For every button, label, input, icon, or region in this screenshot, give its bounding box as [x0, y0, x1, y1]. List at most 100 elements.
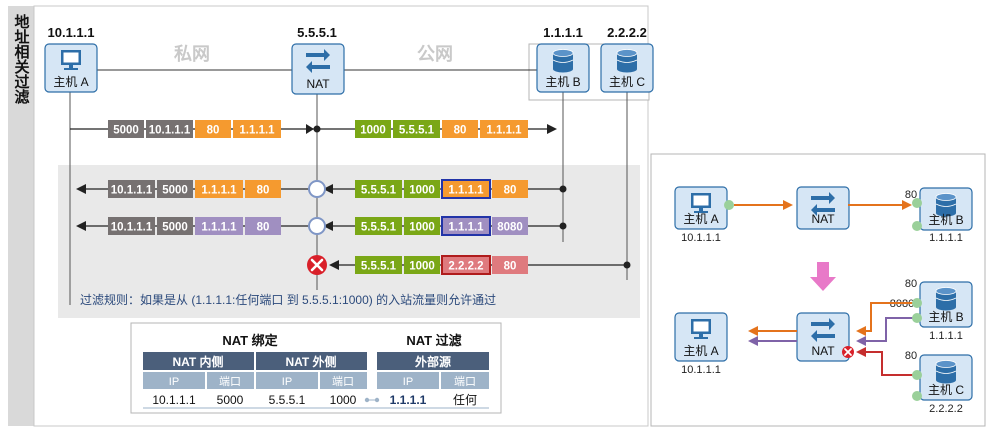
inbound-packet-1-private-field-1 [157, 180, 193, 198]
computer-icon [691, 193, 711, 213]
inbound-packet-3-public-field-2 [441, 255, 491, 275]
inbound-packet-3-public-field-0 [355, 256, 402, 274]
right-host-b-top-label: 主机 B [928, 213, 963, 227]
inbound-packet-1-private-field-0 [108, 180, 155, 198]
filter-rule-text: 过滤规则：如果是从 (1.1.1.1:任何端口 到 5.5.5.1:1000) … [80, 292, 496, 307]
binding-outside-port: 1000 [330, 393, 357, 407]
router-arrows-icon [306, 49, 330, 73]
right-host-a-bottom-label: 主机 A [683, 344, 718, 358]
right-nat-bottom: NAT [796, 312, 850, 362]
inbound-packet-2-private-value-0: 10.1.1.1 [111, 222, 153, 234]
inbound-packet-1-private-value-3: 80 [257, 185, 270, 197]
database-icon [935, 360, 957, 384]
nat-table: NAT 绑定 NAT 过滤 NAT 内侧 NAT 外侧 外部源 IP 端口 IP… [130, 322, 502, 414]
inbound-packet-3-public-value-2: 2.2.2.2 [448, 261, 483, 273]
computer-icon [61, 50, 81, 70]
inbound-packet-2-private: 10.1.1.1 5000 1.1.1.1 80 [108, 217, 281, 235]
right-nat-top: NAT [796, 186, 850, 230]
zone-private-label: 私网 [174, 44, 210, 64]
inbound-packet-2-private-field-0 [108, 217, 155, 235]
nat-binding-title: NAT 绑定 [222, 333, 277, 348]
inbound-packet-1-public-field-0 [355, 180, 402, 198]
right-host-b-bottom: 主机 B [919, 281, 973, 328]
outbound-packet-public-value-3: 1.1.1.1 [486, 125, 522, 137]
inbound-packet-1-public-value-1: 1000 [409, 185, 435, 197]
right-ip-b-top: 1.1.1.1 [929, 232, 963, 244]
inbound-packet-2-private-value-1: 5000 [162, 222, 188, 234]
inbound-packet-3-public-field-1 [404, 256, 440, 274]
deny-icon [307, 255, 327, 275]
inbound-packet-2-private-value-3: 80 [257, 222, 270, 234]
right-bottom-flow [748, 298, 922, 401]
ip-label-host-a: 10.1.1.1 [48, 25, 95, 40]
nat-filter-title: NAT 过滤 [406, 333, 461, 348]
inbound-packet-3-public-field-3 [492, 256, 528, 274]
zone-public-label: 公网 [417, 44, 453, 64]
outbound-packet-public-value-1: 5.5.5.1 [399, 125, 435, 137]
inbound-packet-1-public-field-3 [492, 180, 528, 198]
inbound-packet-2-public-value-1: 1000 [409, 222, 435, 234]
host-b-label: 主机 B [545, 75, 580, 89]
right-ip-a-top: 10.1.1.1 [681, 232, 721, 244]
inbound-packet-1-private-field-3 [245, 180, 281, 198]
outbound-packet-private-value-1: 10.1.1.1 [149, 125, 191, 137]
inbound-packet-1-public-field-2 [441, 179, 491, 199]
ip-label-host-b: 1.1.1.1 [543, 25, 583, 40]
binding-outside-ip: 5.5.5.1 [269, 393, 306, 407]
router-arrows-icon [811, 192, 835, 216]
outbound-packet-public-field-3 [480, 120, 528, 138]
right-port-b-80: 80 [905, 278, 917, 290]
host-a: 主机 A [44, 43, 98, 93]
deny-icon-small [842, 346, 854, 358]
inbound-packet-2-public-field-2 [441, 216, 491, 236]
inbound-packet-1-private: 10.1.1.1 5000 1.1.1.1 80 [108, 180, 281, 198]
inbound-packet-1-public-value-2: 1.1.1.1 [448, 185, 484, 197]
outbound-packet-private-field-0 [108, 120, 144, 138]
outbound-packet-private-value-2: 80 [207, 125, 220, 137]
right-top-flow [724, 198, 922, 231]
inbound-packet-1-private-value-0: 10.1.1.1 [111, 185, 153, 197]
right-ip-c-bottom: 2.2.2.2 [929, 403, 963, 415]
filter-source-port: 任何 [453, 393, 477, 407]
right-host-b-bottom-label: 主机 B [928, 310, 963, 324]
right-port-b-top: 80 [905, 189, 917, 201]
outbound-packet-public-field-2 [442, 120, 478, 138]
inbound-packet-2-private-value-2: 1.1.1.1 [201, 222, 237, 234]
nat-pass-marker-1 [308, 180, 326, 198]
right-host-b-top: 主机 B [919, 187, 973, 231]
database-icon [616, 49, 638, 73]
right-port-c-80: 80 [905, 350, 917, 362]
right-host-a-top: 主机 A [674, 186, 728, 230]
computer-icon [691, 319, 711, 339]
inbound-packet-2-public-field-0 [355, 217, 402, 235]
inbound-packet-1-public-field-1 [404, 180, 440, 198]
right-host-a-bottom: 主机 A [674, 312, 728, 362]
binding-inside-ip: 10.1.1.1 [152, 393, 196, 407]
nat-pass-marker-2 [308, 217, 326, 235]
ip-label-host-c: 2.2.2.2 [607, 25, 647, 40]
outbound-packet-public-value-0: 1000 [360, 125, 386, 137]
outbound-packet-private-field-1 [146, 120, 193, 138]
inbound-packet-1-public-value-0: 5.5.5.1 [361, 185, 397, 197]
left-panel-frame [33, 5, 649, 427]
inbound-packet-1-private-value-2: 1.1.1.1 [201, 185, 237, 197]
outbound-packet-public-field-1 [393, 120, 440, 138]
host-b: 主机 B [536, 43, 590, 93]
side-title: 地址相关过滤 [13, 13, 30, 105]
right-ip-a-bottom: 10.1.1.1 [681, 364, 721, 376]
inbound-packet-2-public-field-3 [492, 217, 528, 235]
inbound-packet-1-private-value-1: 5000 [162, 185, 188, 197]
nat-outside-header: NAT 外侧 [285, 354, 336, 369]
transition-down-arrow [810, 262, 836, 291]
outbound-packet-public-field-0 [355, 120, 391, 138]
host-c: 主机 C [600, 43, 654, 93]
filter-source-ip: 1.1.1.1 [390, 393, 427, 407]
inbound-packet-2-public-value-2: 1.1.1.1 [448, 222, 484, 234]
database-icon [552, 49, 574, 73]
